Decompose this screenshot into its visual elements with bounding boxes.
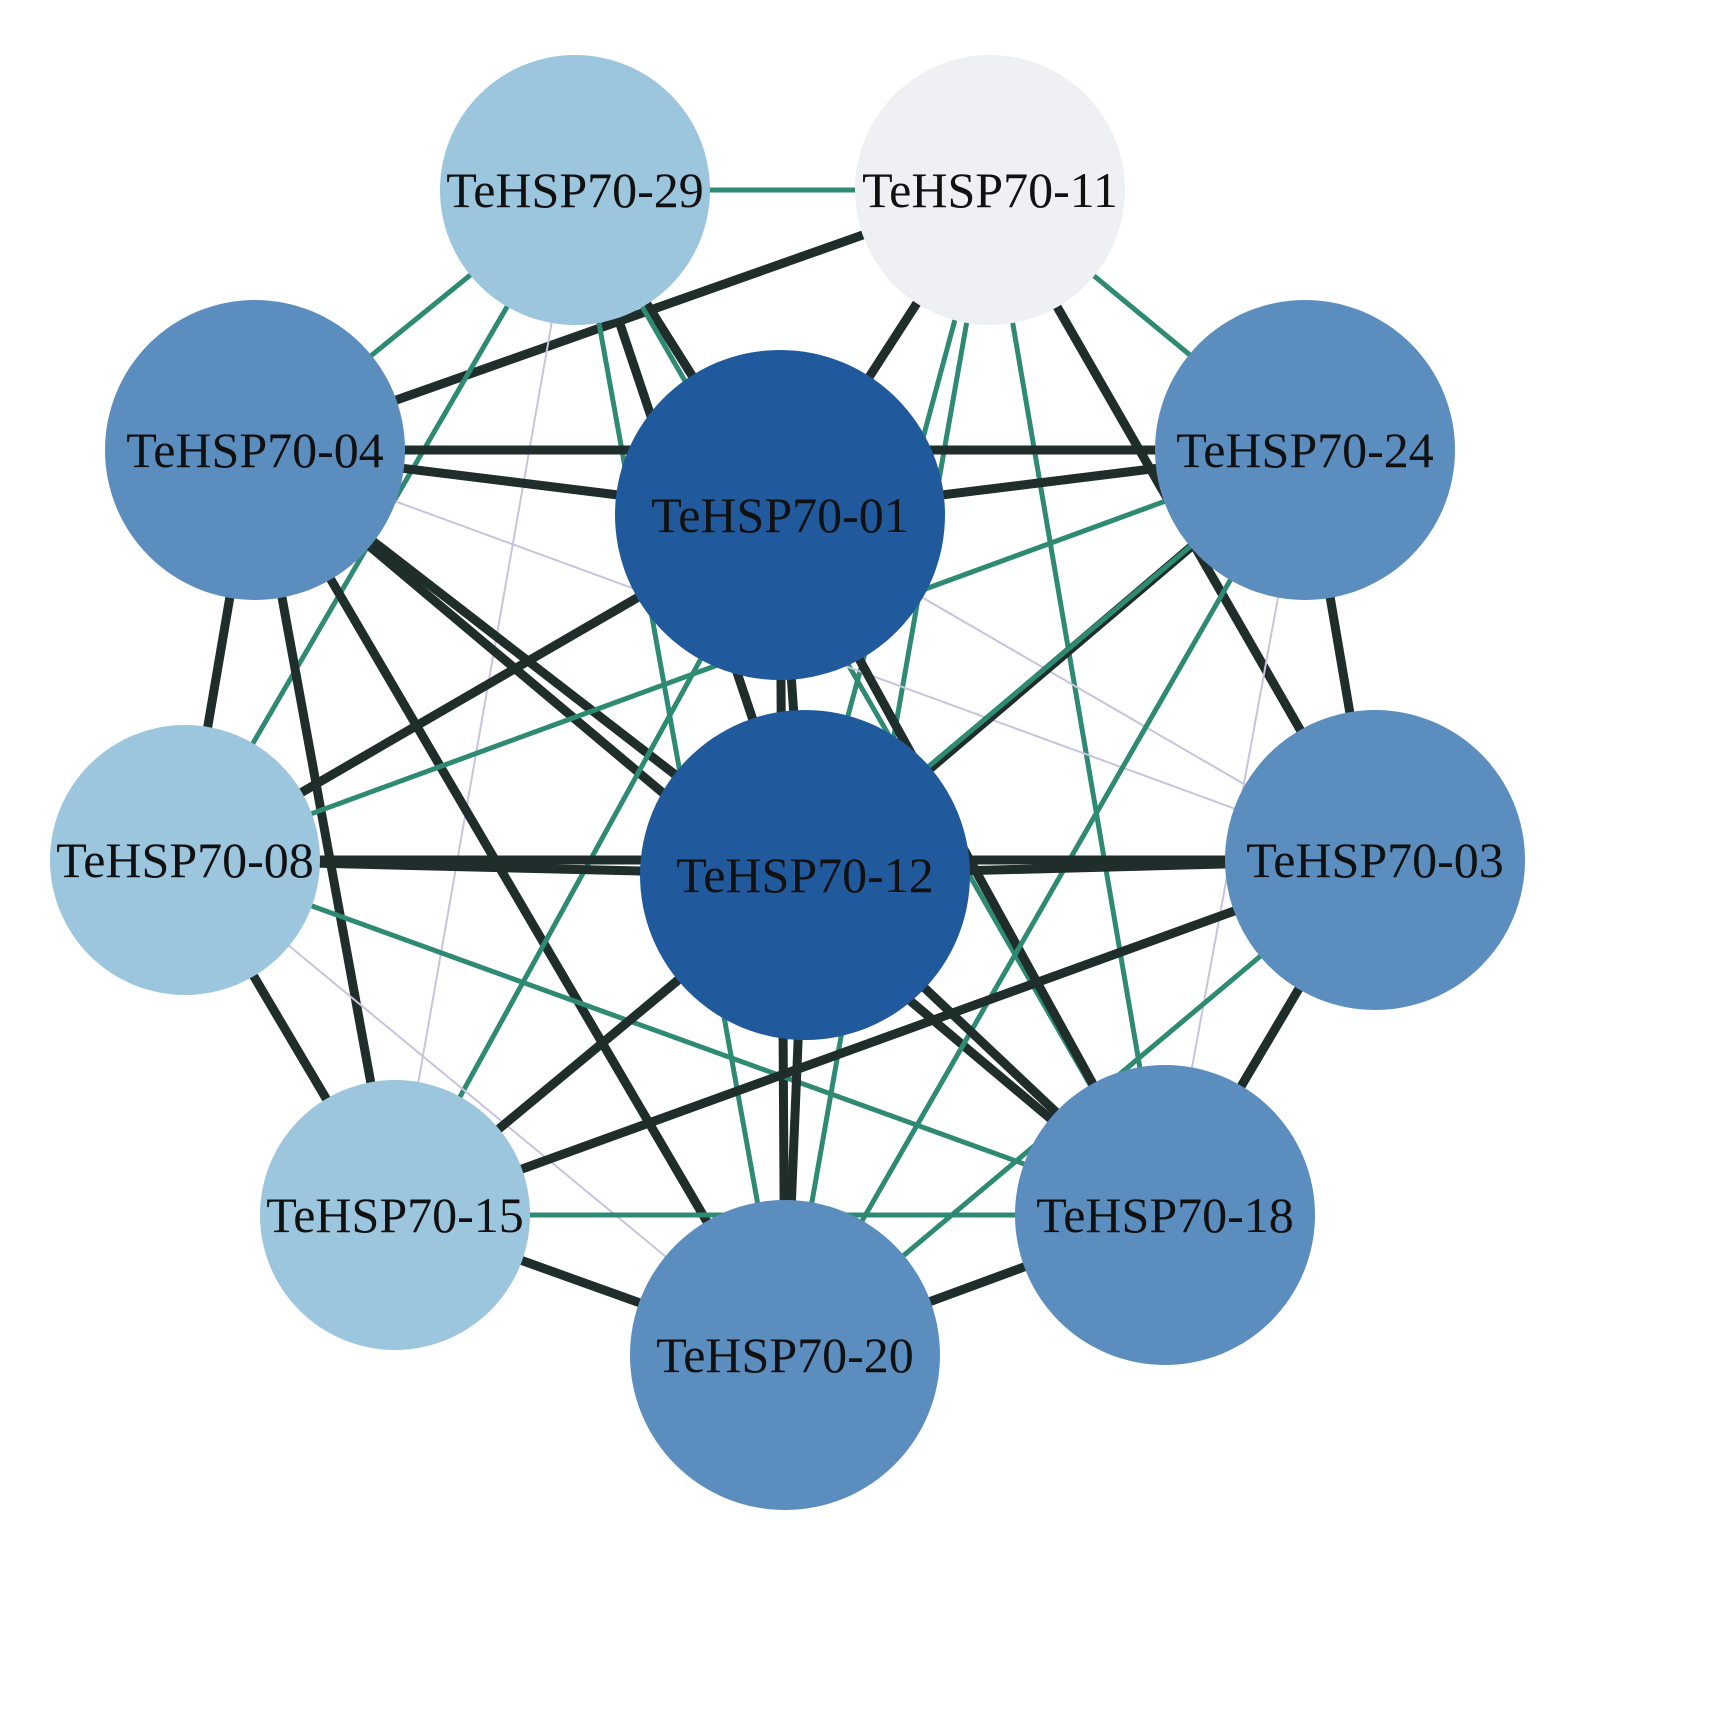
node-18[interactable]: TeHSP70-18 <box>1015 1065 1315 1365</box>
node-circle <box>440 55 710 325</box>
node-circle <box>1225 710 1525 1010</box>
node-label: TeHSP70-03 <box>1246 832 1504 888</box>
node-03[interactable]: TeHSP70-03 <box>1225 710 1525 1010</box>
edge-24-20 <box>782 447 1308 1358</box>
node-label: TeHSP70-04 <box>126 422 384 478</box>
edge-29-15 <box>394 189 576 1216</box>
edge-04-20 <box>250 445 790 1360</box>
node-label: TeHSP70-01 <box>651 487 909 543</box>
node-label: TeHSP70-24 <box>1176 422 1434 478</box>
node-circle <box>50 725 320 995</box>
node-label: TeHSP70-11 <box>862 162 1118 218</box>
edge-11-18 <box>987 187 1168 1218</box>
node-12[interactable]: TeHSP70-12 <box>640 710 970 1040</box>
node-label: TeHSP70-29 <box>446 162 704 218</box>
node-circle <box>855 55 1125 325</box>
node-11[interactable]: TeHSP70-11 <box>855 55 1125 325</box>
node-circle <box>640 710 970 1040</box>
node-circle <box>615 350 945 680</box>
node-circle <box>105 300 405 600</box>
node-circle <box>1155 300 1455 600</box>
node-08[interactable]: TeHSP70-08 <box>50 725 320 995</box>
node-label: TeHSP70-15 <box>266 1187 524 1243</box>
node-label: TeHSP70-12 <box>676 847 934 903</box>
nodes-layer: TeHSP70-29 TeHSP70-11TeHSP70-04TeHSP70-01… <box>50 55 1525 1510</box>
edge-03-15 <box>390 855 1380 1220</box>
node-label: TeHSP70-08 <box>56 832 314 888</box>
node-15[interactable]: TeHSP70-15 <box>260 1080 530 1350</box>
node-circle <box>260 1080 530 1350</box>
node-29[interactable]: TeHSP70-29 <box>440 55 710 325</box>
node-20[interactable]: TeHSP70-20 <box>630 1200 940 1510</box>
node-label: TeHSP70-20 <box>656 1327 914 1383</box>
node-label: TeHSP70-18 <box>1036 1187 1294 1243</box>
node-circle <box>1015 1065 1315 1365</box>
node-circle <box>630 1200 940 1510</box>
node-24[interactable]: TeHSP70-24 <box>1155 300 1455 600</box>
edge-08-18 <box>182 857 1168 1218</box>
node-04[interactable]: TeHSP70-04 <box>105 300 405 600</box>
node-01[interactable]: TeHSP70-01 <box>615 350 945 680</box>
